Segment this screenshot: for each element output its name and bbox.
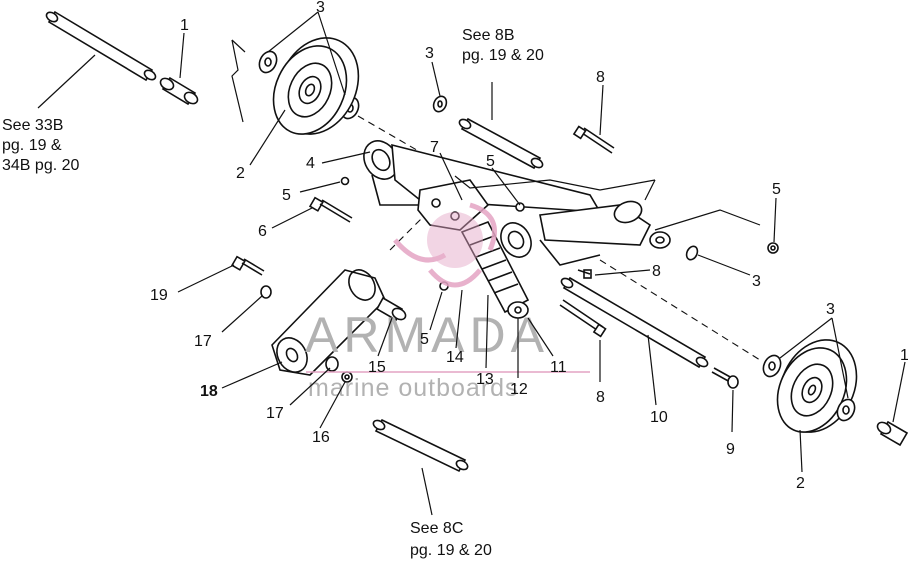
washer-lower-right-a (762, 354, 782, 378)
callout-19: 19 (150, 287, 168, 304)
callout-15: 15 (368, 359, 386, 376)
ref-8c-line1: See 8C (410, 520, 463, 537)
parts-group (45, 10, 908, 473)
center-pivot-bracket (417, 179, 532, 258)
bolt-19 (230, 255, 265, 276)
lower-long-shaft (560, 276, 709, 369)
callout-13: 13 (476, 371, 494, 388)
nut-center (515, 202, 525, 212)
washer-upper-left-a (258, 50, 278, 74)
callout-2-left: 2 (236, 165, 245, 182)
ref-8c-line2: pg. 19 & 20 (410, 542, 492, 559)
washer-upper-center (432, 95, 448, 113)
callout-2-right: 2 (796, 475, 805, 492)
callout-5-upper: 5 (486, 153, 495, 170)
callout-1-top: 1 (180, 17, 189, 34)
callout-18: 18 (200, 383, 218, 400)
callout-4: 4 (306, 155, 315, 172)
callout-6: 6 (258, 223, 267, 240)
leader-lines (37, 11, 906, 516)
bolt-lower (559, 299, 607, 338)
ref-33b-line3: 34B pg. 20 (2, 157, 80, 174)
bolt-9 (711, 367, 739, 389)
callout-16: 16 (312, 429, 330, 446)
callout-17-lower: 17 (266, 405, 284, 422)
watermark: ARMADA marine outboards (305, 202, 590, 402)
ref-33b-line2: pg. 19 & (2, 137, 62, 154)
watermark-brand: ARMADA (305, 307, 549, 363)
bolt-upper-right (572, 125, 615, 154)
nut-right (767, 242, 779, 254)
right-arm (539, 200, 671, 266)
callout-3-right: 3 (752, 273, 761, 290)
lower-center-shaft (372, 418, 469, 473)
washer-right (685, 245, 699, 261)
callout-14: 14 (446, 349, 464, 366)
upper-left-shaft (45, 10, 157, 82)
callout-8-upper: 8 (596, 69, 605, 86)
callout-11: 11 (550, 359, 567, 376)
callout-5-lower: 5 (420, 331, 429, 348)
bolt-6 (308, 196, 353, 223)
nut-left (340, 176, 350, 186)
watermark-tagline: marine outboards (308, 374, 519, 402)
ref-8b-line2: pg. 19 & 20 (462, 47, 544, 64)
callout-1-right: 1 (900, 347, 908, 364)
callout-7: 7 (430, 139, 439, 156)
ref-33b-line1: See 33B (2, 117, 63, 134)
spacer-bushing-left (159, 76, 199, 106)
watermark-emblem (393, 202, 497, 288)
callout-8-lower: 8 (596, 389, 605, 406)
callout-5-left: 5 (282, 187, 291, 204)
callout-9: 9 (726, 441, 735, 458)
bolt-middle-right (577, 269, 592, 279)
callout-3-upper-center: 3 (425, 45, 434, 62)
lower-swing-arm (271, 269, 386, 376)
washer-17-lower (325, 356, 339, 372)
idler-wheel-right (776, 339, 858, 433)
callout-labels: 1 3 2 3 8 4 7 5 5 6 5 3 8 19 17 18 17 16… (150, 0, 908, 492)
spacer-bushing-right (876, 420, 908, 447)
washer-17-upper (260, 285, 272, 299)
callout-5-right: 5 (772, 181, 781, 198)
shock-absorber (460, 220, 530, 319)
reference-labels: See 33B pg. 19 & 34B pg. 20 See 8B pg. 1… (2, 27, 544, 559)
callout-17-upper: 17 (194, 333, 212, 350)
ref-8b-line1: See 8B (462, 27, 514, 44)
callout-8-middle: 8 (652, 263, 661, 280)
upper-center-shaft (458, 117, 544, 170)
callout-10: 10 (650, 409, 668, 426)
callout-12: 12 (510, 381, 528, 398)
bushing-15 (375, 296, 407, 322)
idler-wheel-left (272, 37, 360, 135)
callout-3-lower-right: 3 (826, 301, 835, 318)
washer-lower-right-b (836, 398, 856, 422)
callout-3-top: 3 (316, 0, 325, 16)
